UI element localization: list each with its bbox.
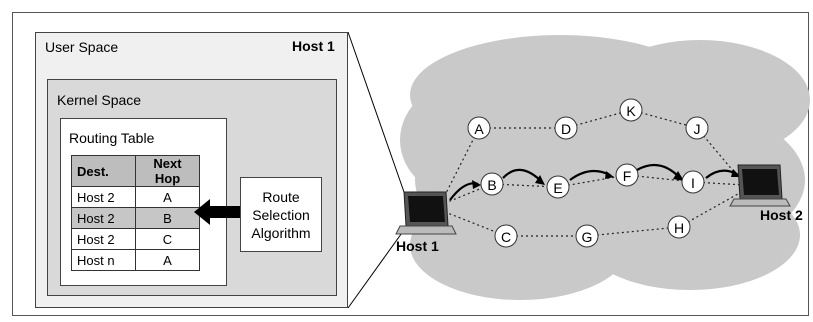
routing-table-title: Routing Table (69, 130, 155, 146)
figure-frame (12, 12, 809, 316)
table-row-selected: Host 2 B (71, 207, 200, 229)
cell-hop: A (135, 249, 200, 271)
host2-network-label: Host 2 (760, 207, 803, 223)
network-cloud (400, 35, 810, 300)
table-row: Host 2 C (71, 228, 200, 250)
router-nodes (467, 98, 709, 248)
cell-hop: B (135, 207, 200, 229)
laptop-icon-host2 (729, 164, 791, 207)
node-C (494, 224, 518, 248)
host1-label: Host 1 (292, 38, 335, 54)
cell-hop: A (135, 186, 200, 208)
node-I (681, 170, 705, 194)
node-D (554, 116, 578, 140)
cell-dest: Host 2 (71, 207, 136, 229)
node-J (685, 116, 709, 140)
route-selection-algorithm-box: Route Selection Algorithm (240, 177, 322, 252)
algorithm-line3: Algorithm (251, 224, 311, 241)
cell-dest: Host n (71, 249, 136, 271)
node-A (467, 116, 491, 140)
cell-dest: Host 2 (71, 228, 136, 250)
header-dest: Dest. (71, 155, 136, 187)
zoom-line-bottom (347, 229, 405, 309)
table-row: Host n A (71, 249, 200, 271)
routing-table: Dest. Next Hop Host 2 A Host 2 B Host 2 … (71, 155, 200, 271)
host1-network-label: Host 1 (396, 238, 439, 254)
header-next-hop: Next Hop (135, 155, 200, 187)
kernel-space-label: Kernel Space (57, 92, 142, 108)
user-space-label: User Space (45, 39, 119, 55)
node-label-C: C (501, 229, 511, 245)
table-row: Host 2 A (71, 186, 200, 208)
node-label-A: A (474, 121, 484, 137)
node-E (546, 175, 570, 199)
node-K (619, 98, 643, 122)
node-label-G: G (582, 229, 593, 245)
cell-hop: C (135, 228, 200, 250)
node-label-B: B (487, 177, 496, 193)
node-label-F: F (623, 168, 632, 184)
node-G (575, 224, 599, 248)
node-H (667, 215, 691, 239)
node-label-K: K (626, 103, 636, 119)
node-label-I: I (691, 175, 695, 191)
laptop-icon-host1 (395, 191, 457, 235)
node-label-H: H (674, 220, 684, 236)
node-label-D: D (561, 121, 571, 137)
cell-dest: Host 2 (71, 186, 136, 208)
node-B (480, 172, 504, 196)
node-label-E: E (553, 180, 562, 196)
algorithm-line1: Route (262, 188, 300, 205)
table-header-row: Dest. Next Hop (71, 155, 200, 187)
node-label-J: J (694, 121, 701, 137)
algorithm-line2: Selection (252, 206, 310, 223)
zoom-line-top (347, 31, 405, 193)
node-F (615, 163, 639, 187)
